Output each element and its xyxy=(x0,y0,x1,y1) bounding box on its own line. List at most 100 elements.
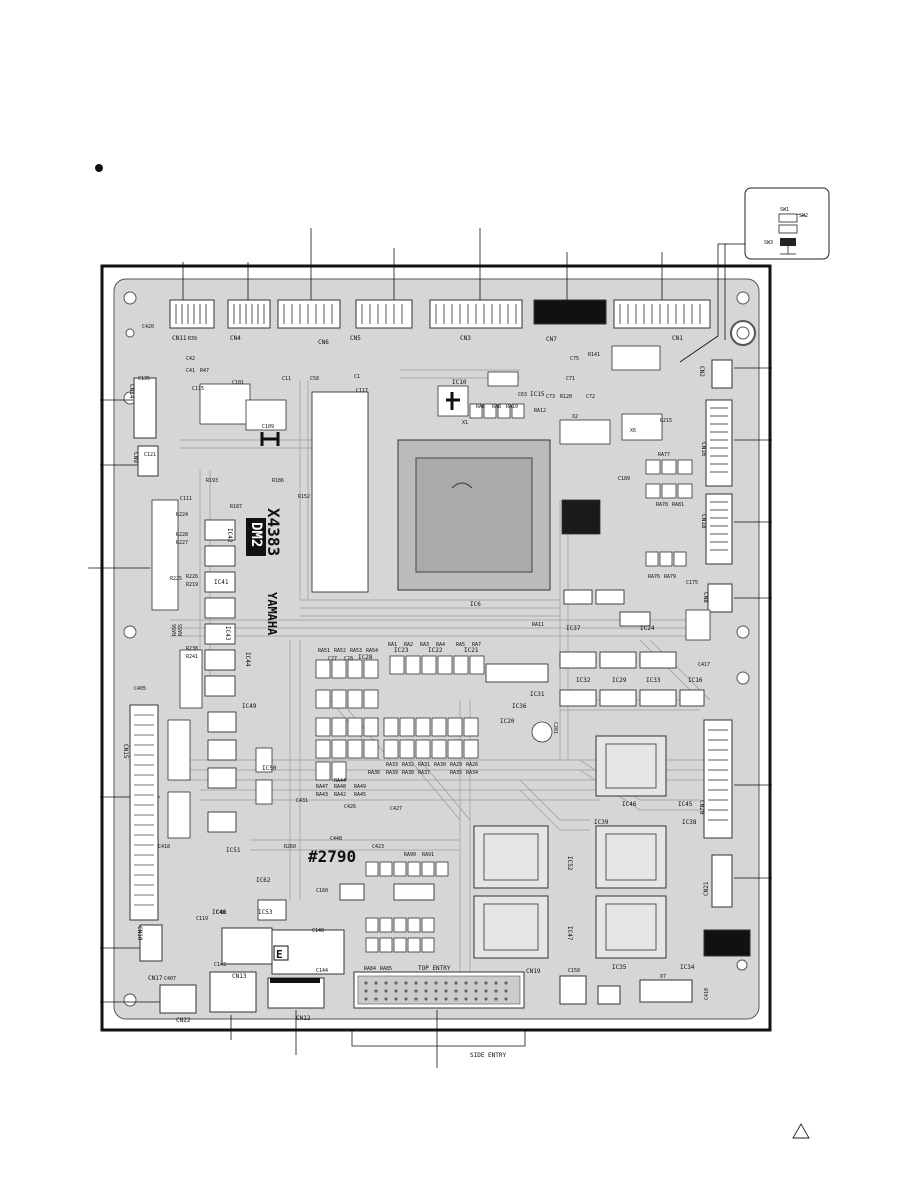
ra79-label: RA79 xyxy=(664,574,676,580)
ic52-label: IC52 xyxy=(566,856,573,871)
c42-label: C42 xyxy=(186,356,195,362)
c417-label: C417 xyxy=(698,662,710,668)
c73-label: C73 xyxy=(546,394,555,400)
ic22-label: IC22 xyxy=(428,647,443,654)
ic33-label: IC33 xyxy=(646,677,661,684)
r47-label: R47 xyxy=(200,368,209,374)
ra44-label: RA44 xyxy=(334,778,346,784)
ic23-label: IC23 xyxy=(394,647,409,654)
left-small-parts xyxy=(151,383,287,839)
c426-label: C426 xyxy=(344,804,356,810)
c111-label: C111 xyxy=(180,496,192,502)
ra30-label: RA30 xyxy=(434,762,446,768)
board-name-text: DM2 xyxy=(248,522,264,547)
c63-label: C63 xyxy=(518,392,527,398)
r215-label: R215 xyxy=(660,418,672,424)
c423-label: C423 xyxy=(372,844,384,850)
ic46-label: IC46 xyxy=(622,801,637,808)
x6-label: X6 xyxy=(630,428,636,434)
r228-label: R228 xyxy=(176,532,188,538)
c189-label: C189 xyxy=(618,476,630,482)
c410-label: C410 xyxy=(704,988,710,1000)
ic6-label: IC6 xyxy=(470,601,481,608)
ra49-label: RA49 xyxy=(354,784,366,790)
ra5-label: RA5 xyxy=(456,642,465,648)
cn18-label: CN18 xyxy=(700,514,707,529)
ic34-label: IC34 xyxy=(680,964,695,971)
ra52-label: RA52 xyxy=(334,648,346,654)
r193-label: R193 xyxy=(206,478,218,484)
c158-label: C158 xyxy=(568,968,580,974)
ra34-label: RA34 xyxy=(466,770,478,776)
right-connector-pins xyxy=(708,407,728,821)
cn7-label: CN7 xyxy=(546,336,557,343)
cn4-label: CN4 xyxy=(230,335,241,342)
c418-label: C418 xyxy=(158,844,170,850)
ra54-label: RA54 xyxy=(366,648,378,654)
dm2-badge xyxy=(246,518,266,556)
memory-ics xyxy=(473,735,667,959)
ic42-label: IC42 xyxy=(226,528,233,543)
ic15-label: IC15 xyxy=(530,391,545,398)
top-connector-row xyxy=(169,299,711,329)
ic41-label: IC41 xyxy=(214,579,229,586)
ra39-label: RA39 xyxy=(386,770,398,776)
cn21-label: CN21 xyxy=(703,881,710,896)
ic24-label: IC24 xyxy=(640,625,655,632)
cn9-label: CN9 xyxy=(132,452,139,463)
ic16-label: IC16 xyxy=(688,677,703,684)
ra78-label: RA78 xyxy=(656,502,668,508)
ic37-label: IC37 xyxy=(566,625,581,632)
connector-labels: CN11 CN4 CN6 CN5 CN3 CN7 CN1 CN2 CN16 CN… xyxy=(122,335,710,1024)
ra76-label: RA76 xyxy=(648,574,660,580)
r120-label: R120 xyxy=(560,394,572,400)
cn15-pins xyxy=(134,714,154,906)
r226-label: R226 xyxy=(186,574,198,580)
ic28-label: IC28 xyxy=(358,654,373,661)
sw2-label: SW2 xyxy=(799,213,808,219)
ra11-label: RA11 xyxy=(532,622,544,628)
bottom-left-connectors xyxy=(159,927,693,1014)
r141-label: R141 xyxy=(588,352,600,358)
r152-label: R152 xyxy=(298,494,310,500)
ra1-label: RA1 xyxy=(388,642,397,648)
r219-label: R219 xyxy=(186,582,198,588)
ic10-label: IC10 xyxy=(452,379,467,386)
c143-label: C143 xyxy=(214,962,226,968)
r260-label: R260 xyxy=(284,844,296,850)
component-labels: C420 R39 C135 C42 C41 R47 C115 C101 C11 … xyxy=(134,324,710,1000)
cn19-connector xyxy=(353,971,525,1009)
ra91-label: RA91 xyxy=(422,852,434,858)
top-connector-pins xyxy=(175,304,701,324)
ic31-label: IC31 xyxy=(530,691,545,698)
ic47-label: IC47 xyxy=(566,926,573,941)
cn13-label: CN13 xyxy=(232,973,247,980)
ra47-label: RA47 xyxy=(316,784,328,790)
board-outline xyxy=(100,264,772,1032)
c58-label: C58 xyxy=(310,376,319,382)
ra81-label: RA81 xyxy=(672,502,684,508)
marker-e: E xyxy=(276,948,283,961)
ra2-label: RA2 xyxy=(404,642,413,648)
c201-label: C201 xyxy=(552,722,558,734)
c427-label: C427 xyxy=(390,806,402,812)
cpu-ic6 xyxy=(397,439,551,591)
board-model-text: X4383 xyxy=(264,508,283,556)
cn20-label: CN20 xyxy=(698,800,705,815)
cn5-label: CN5 xyxy=(350,335,361,342)
c71-label: C71 xyxy=(566,376,575,382)
ra37-label: RA37 xyxy=(418,770,430,776)
brand-text: YAMAHA xyxy=(265,592,279,636)
c41-label: C41 xyxy=(186,368,195,374)
ic35-label: IC35 xyxy=(612,964,627,971)
ra8-label: RA8 xyxy=(492,404,501,410)
ic51-label: IC51 xyxy=(226,847,241,854)
ra29-label: RA29 xyxy=(450,762,462,768)
ra84-label: RA84 xyxy=(364,966,376,972)
cn2-label: CN2 xyxy=(698,366,705,377)
ic-labels: IC6 IC10 IC42 IC41 IC43 IC44 IC49 IC50 I… xyxy=(212,379,703,971)
ra45-label: RA45 xyxy=(354,792,366,798)
left-connectors xyxy=(129,377,163,962)
c175-label: C175 xyxy=(686,580,698,586)
ra10-label: RA10 xyxy=(506,404,518,410)
